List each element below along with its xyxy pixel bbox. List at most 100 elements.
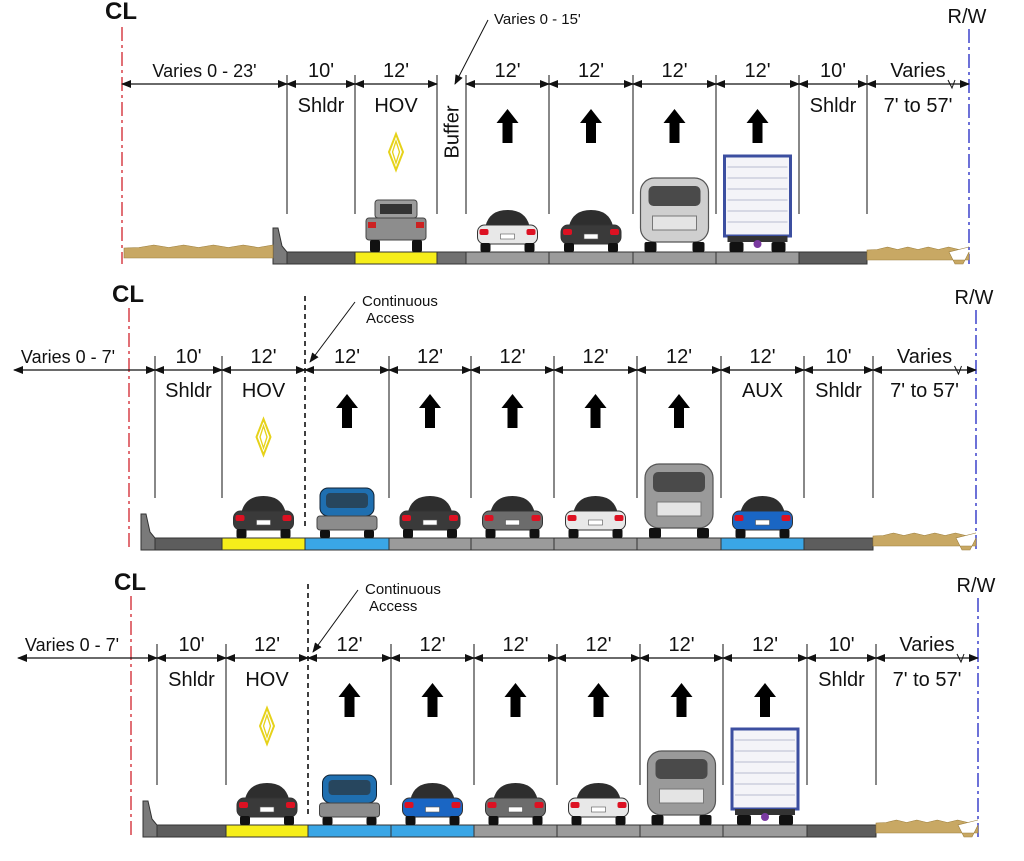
box-truck-icon [723, 154, 792, 252]
pavement-segment [465, 251, 550, 265]
lane-name-label: HOV [374, 95, 418, 117]
lane-shoulder-0: 10'Shldr [156, 634, 227, 838]
right-dimension-label: Varies [890, 60, 945, 82]
lane-width-label: 12' [749, 346, 775, 368]
lane-name-label: HOV [242, 380, 286, 402]
sedan-rear-icon [402, 783, 463, 825]
lane-width-label: 12' [585, 634, 611, 656]
median-barrier [142, 800, 158, 838]
right-of-way-label: R/W [957, 575, 996, 597]
lane-general-5: 12' [553, 346, 638, 551]
centerline-symbol: CL [112, 281, 144, 308]
sedan-rear-icon [236, 783, 298, 825]
lane-general-7: 12' [722, 634, 808, 838]
ground-profile [866, 246, 970, 265]
pavement-segment [722, 824, 808, 838]
left-dimension-label: Varies 0 - 7' [21, 347, 115, 367]
lane-general-6: 12' [639, 634, 724, 838]
lane-width-label: 12' [419, 634, 445, 656]
lane-name-label: Shldr [815, 380, 862, 402]
pavement-segment [473, 824, 558, 838]
lane-width-label: 10' [178, 634, 204, 656]
lane-shoulder-0: 10' Shldr [154, 346, 223, 551]
sedan-rear-icon [233, 496, 294, 538]
break-symbol [947, 79, 956, 90]
up-arrow-icon [580, 109, 602, 143]
sedan-rear-icon [560, 210, 622, 252]
break-symbol [956, 653, 965, 664]
lane-width-label: 12' [494, 60, 520, 82]
up-arrow-icon [584, 394, 607, 428]
diamond-icon [258, 705, 276, 747]
buffer-label: Buffer [442, 105, 464, 158]
up-arrow-icon [504, 683, 527, 717]
lane-name-label: AUX [742, 380, 783, 402]
pavement-segment [632, 251, 717, 265]
lane-name-label: Shldr [165, 380, 212, 402]
pavement-segment-highlight [390, 824, 475, 838]
callout-leader [312, 589, 359, 653]
lane-width-label: 12' [383, 60, 409, 82]
lane-width-label: 12' [752, 634, 778, 656]
lane-width-label: 10' [175, 346, 201, 368]
ground-profile [875, 819, 979, 838]
pavement-segment [156, 824, 227, 838]
left-dimension-label: Varies 0 - 23' [152, 61, 256, 81]
lane-hov-1: 12' HOV [221, 346, 306, 551]
callout-leader [309, 301, 356, 363]
up-arrow-icon [663, 109, 686, 143]
right-of-way-label: R/W [948, 6, 987, 28]
lane-width-label: 12' [582, 346, 608, 368]
callout-line-1: Continuous [365, 581, 441, 598]
lane-name-label: HOV [245, 669, 289, 691]
pavement-segment [470, 537, 555, 551]
up-arrow-icon [587, 683, 610, 717]
median-barrier [140, 513, 156, 551]
pavement-segment [225, 824, 309, 838]
centerline-label: CL [112, 281, 144, 308]
right-dimension-range: 7' to 57' [893, 669, 962, 691]
right-dimension-range: 7' to 57' [884, 95, 953, 117]
lane-general-3: 12' [465, 60, 550, 265]
pavement-segment [806, 824, 877, 838]
up-arrow-icon [754, 683, 776, 717]
up-arrow-icon [670, 683, 693, 717]
lane-width-label: 12' [744, 60, 770, 82]
callout-line-1: Continuous [362, 293, 438, 310]
centerline-label: CL [105, 0, 137, 25]
up-arrow-icon [338, 683, 361, 717]
callout-line-2: Access [369, 598, 417, 615]
up-arrow-icon [668, 394, 690, 428]
pavement-segment [388, 537, 472, 551]
lane-general-4: 12' [473, 634, 558, 838]
lane-shoulder-0: 10'Shldr [286, 60, 356, 265]
lane-general-6: 12' [636, 346, 722, 551]
lane-name-label: Shldr [810, 95, 857, 117]
diamond-icon [255, 416, 272, 458]
lane-general-3: 12' [388, 346, 472, 551]
lane-width-label: 10' [820, 60, 846, 82]
centerline-symbol: CL [105, 0, 137, 25]
lane-shoulder-8: 10'Shldr [806, 634, 877, 838]
lane-width-label: 12' [334, 346, 360, 368]
lane-general-4: 12' [470, 346, 555, 551]
callout-leader [454, 19, 489, 85]
break-symbol [954, 365, 962, 376]
up-arrow-icon [496, 109, 519, 143]
median-barrier [272, 227, 288, 265]
lane-width-label: 12' [417, 346, 443, 368]
pavement-segment-highlight [720, 537, 805, 551]
up-arrow-icon [501, 394, 524, 428]
lane-general-4: 12' [548, 60, 634, 265]
pavement-segment [639, 824, 724, 838]
pavement-segment-highlight [304, 537, 390, 551]
lane-width-label: 12' [254, 634, 280, 656]
lane-width-label: 12' [250, 346, 276, 368]
pavement-segment-highlight [307, 824, 392, 838]
pavement-segment [354, 251, 438, 265]
left-dimension-label: Varies 0 - 7' [25, 635, 119, 655]
sedan-rear-icon [568, 783, 629, 825]
right-dimension-label: Varies [897, 346, 952, 368]
